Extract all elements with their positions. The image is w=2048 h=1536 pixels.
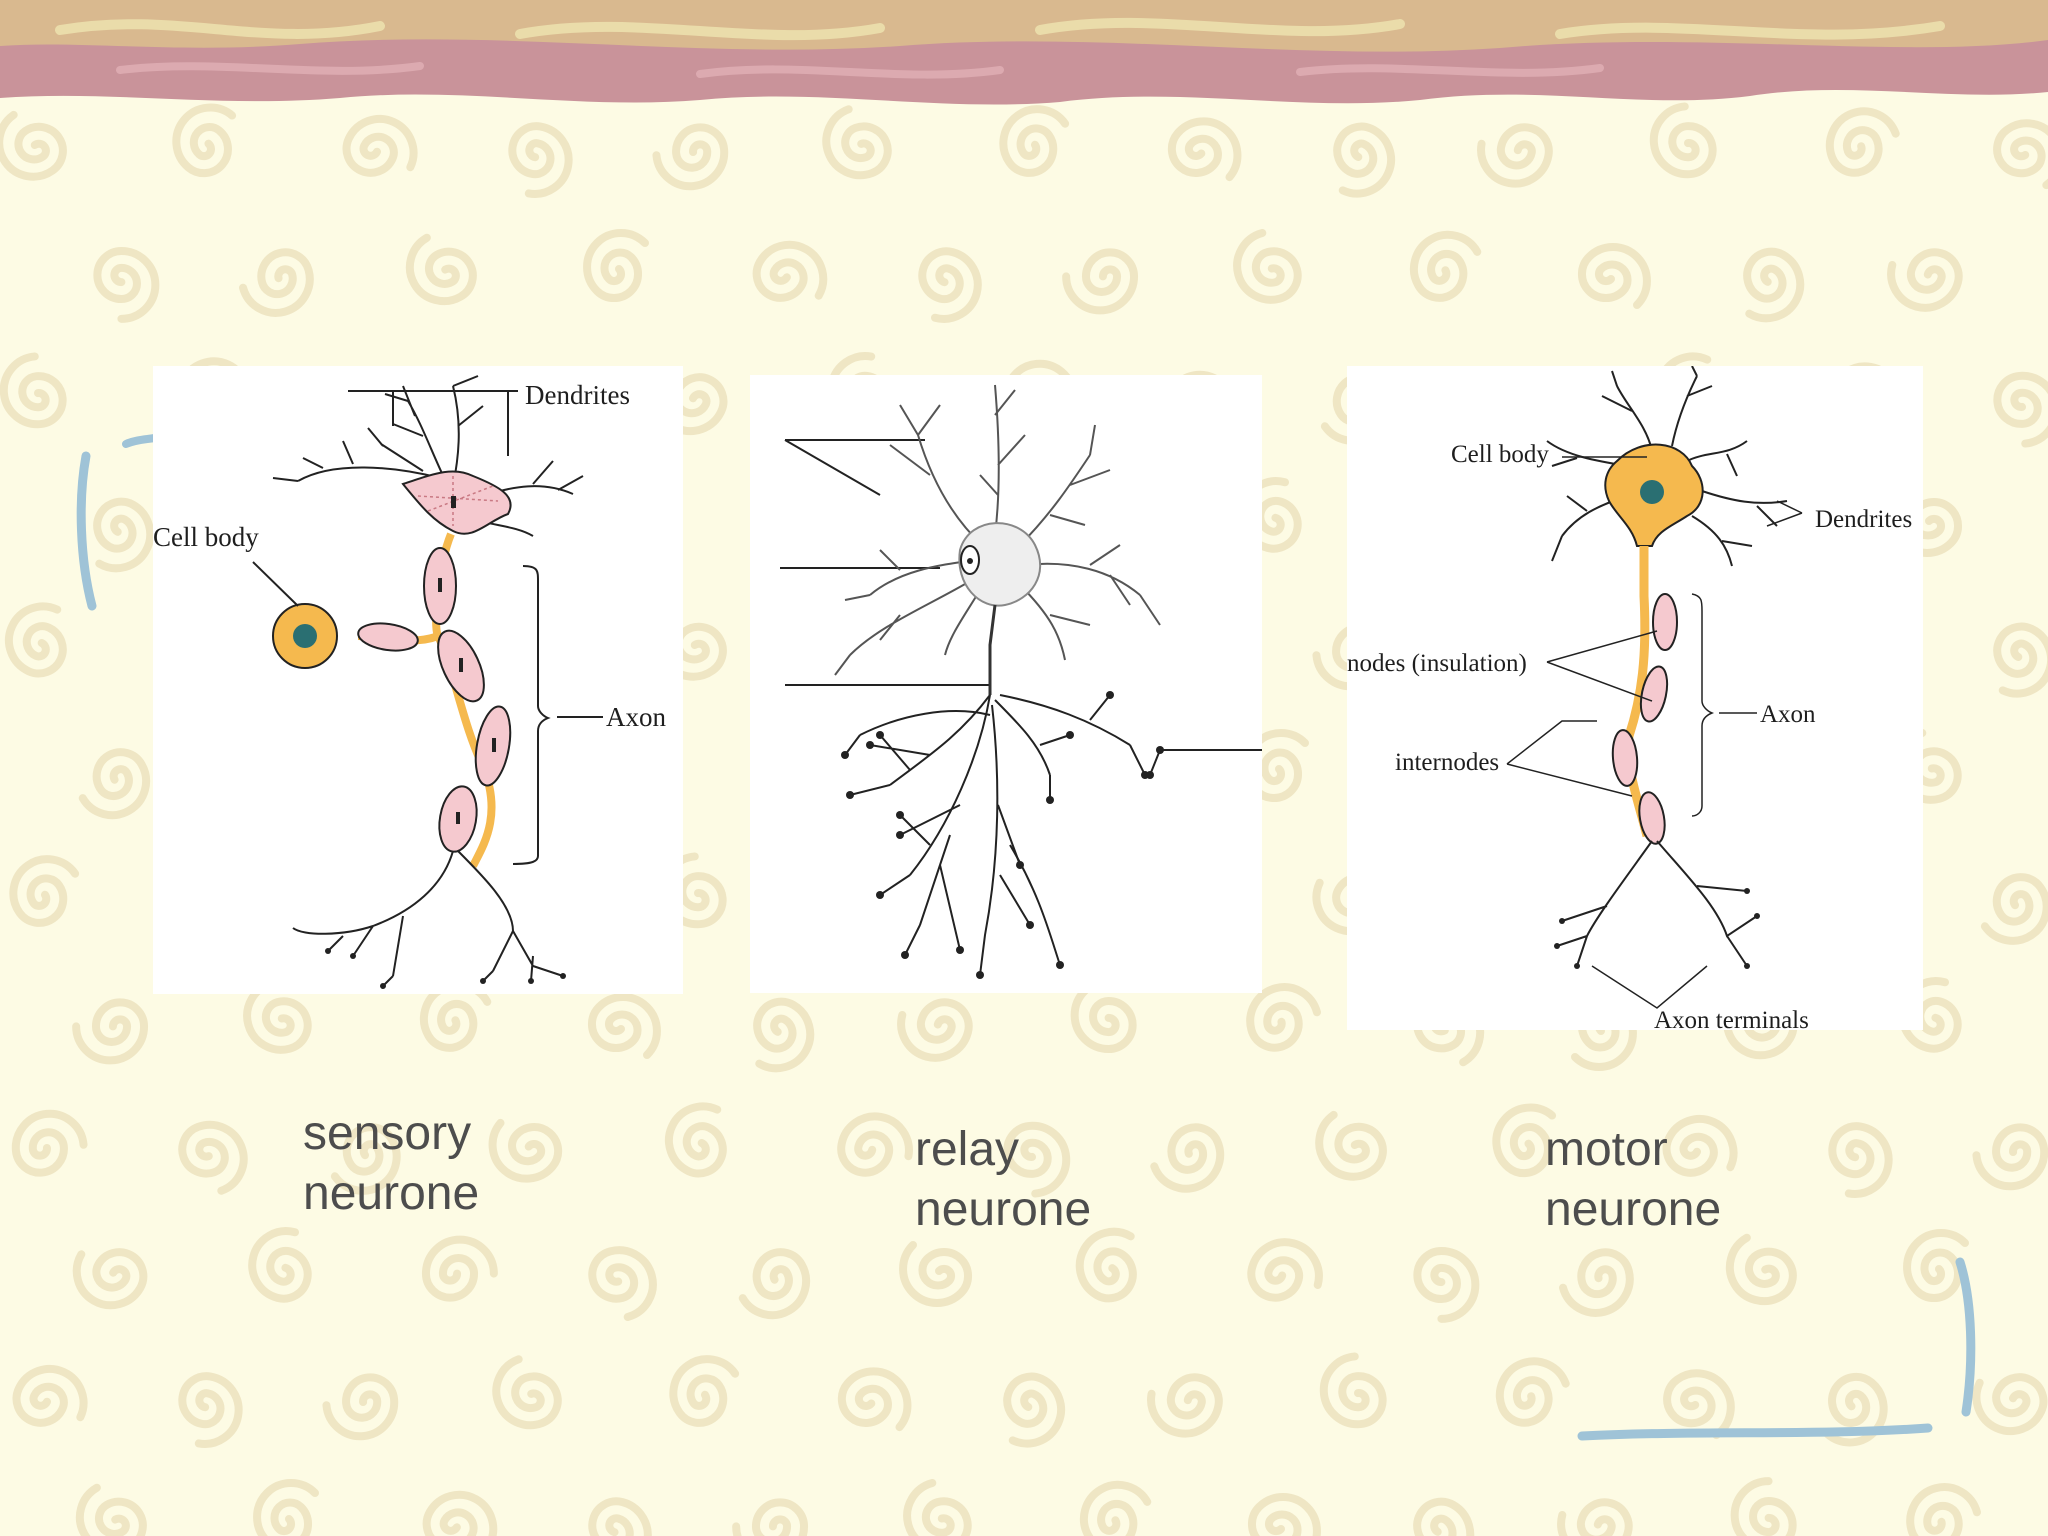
sensory-axon-label: Axon [606, 702, 666, 732]
relay-neurone-diagram [750, 375, 1262, 993]
relay-caption-line1: relay [915, 1123, 1020, 1176]
relay-label-leader-lines [780, 439, 1262, 776]
motor-cell-body-label: Cell body [1451, 441, 1549, 468]
sensory-neurone-caption: sensory neurone [303, 1104, 479, 1224]
motor-axon-label: Axon [1760, 701, 1816, 728]
sensory-neurone-diagram: Dendrites Cell body Axon [153, 366, 683, 994]
motor-axon-terminals-label: Axon terminals [1654, 1007, 1809, 1030]
motor-neurone-diagram: Cell body Dendrites nodes (insulation) i… [1347, 366, 1923, 1030]
sensory-dendrites [272, 375, 584, 537]
top-decorative-band [0, 0, 2048, 105]
motor-axon-terminals [1556, 840, 1758, 967]
sensory-cell-body-label: Cell body [153, 522, 259, 552]
motor-caption-line1: motor [1545, 1123, 1668, 1176]
relay-axon-terminal-knobs [841, 691, 1164, 979]
motor-myelin-segments [1611, 593, 1678, 845]
motor-dendrites-label: Dendrites [1815, 506, 1912, 533]
relay-axon-branches [844, 694, 1146, 976]
sensory-caption-line2: neurone [303, 1167, 480, 1220]
motor-dendrites [1546, 366, 1788, 567]
sensory-caption-line1: sensory [303, 1107, 472, 1160]
motor-neurone-caption: motor neurone [1545, 1120, 1721, 1240]
motor-nodes-label: nodes (insulation) [1347, 650, 1527, 677]
sensory-dendrites-label: Dendrites [525, 380, 630, 410]
relay-caption-line2: neurone [915, 1183, 1092, 1236]
sensory-axon-terminals [292, 850, 564, 987]
motor-caption-line2: neurone [1545, 1183, 1722, 1236]
relay-dendrites [834, 384, 1161, 676]
motor-internodes-label: internodes [1395, 749, 1499, 776]
relay-neurone-caption: relay neurone [915, 1120, 1091, 1240]
